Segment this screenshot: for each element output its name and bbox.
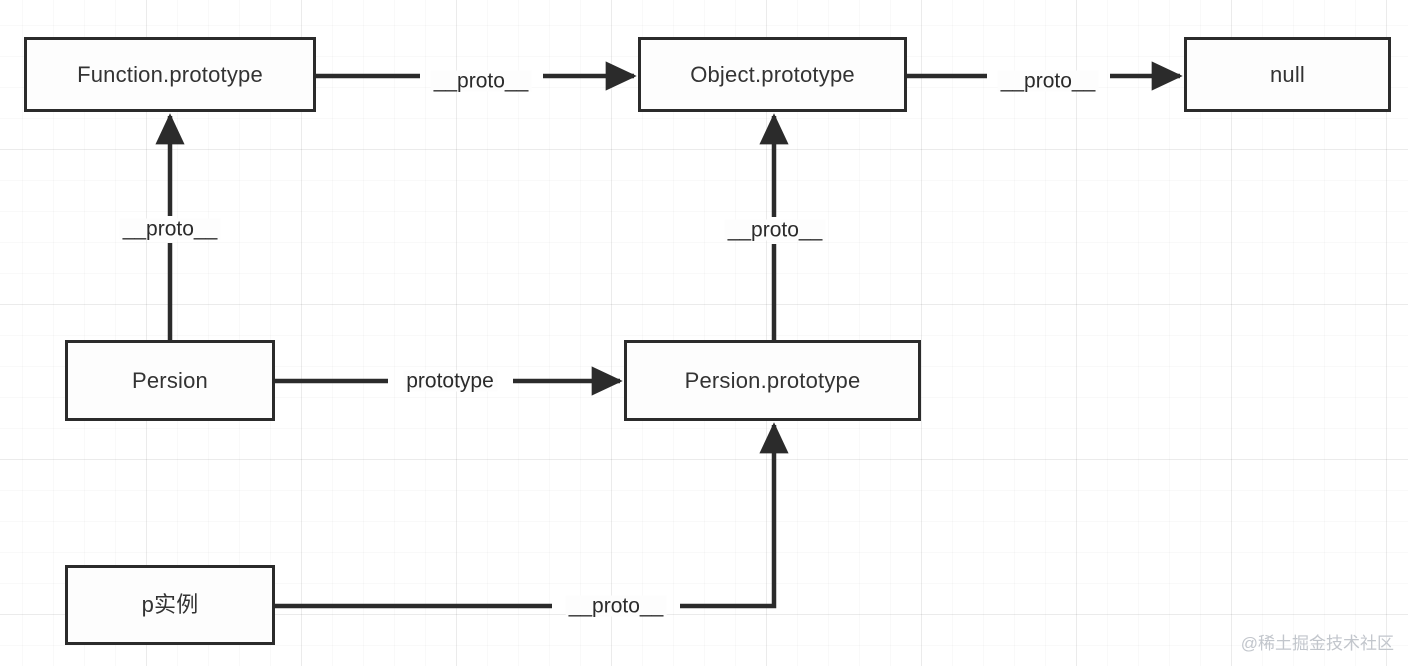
edge-label-persion-to-persion-prototype: prototype [403,370,497,392]
node-label: null [1269,61,1306,87]
node-label: Function.prototype [77,61,263,87]
edge-p-instance-to-persion-prototype [275,422,789,609]
node-null[interactable]: null [1184,37,1391,112]
edge-label-persion-prototype-to-object-prototype: __proto__ [724,219,826,241]
node-function-prototype[interactable]: Function.prototype [24,37,316,112]
node-persion-prototype[interactable]: Persion.prototype [624,340,921,421]
node-p-instance[interactable]: p实例 [65,565,275,645]
edge-label-p-instance-to-persion-prototype: __proto__ [565,595,667,617]
node-persion[interactable]: Persion [65,340,275,421]
node-label: Object.prototype [690,61,855,87]
edge-label-function-prototype-to-object-prototype: __proto__ [430,70,532,92]
node-label: Persion [132,367,208,393]
edge-label-object-prototype-to-null: __proto__ [997,70,1099,92]
watermark: @稀土掘金技术社区 [1240,634,1394,653]
node-object-prototype[interactable]: Object.prototype [638,37,907,112]
node-label: p实例 [141,592,199,617]
edge-label-persion-to-function-prototype: __proto__ [119,218,221,240]
node-label: Persion.prototype [684,367,861,393]
